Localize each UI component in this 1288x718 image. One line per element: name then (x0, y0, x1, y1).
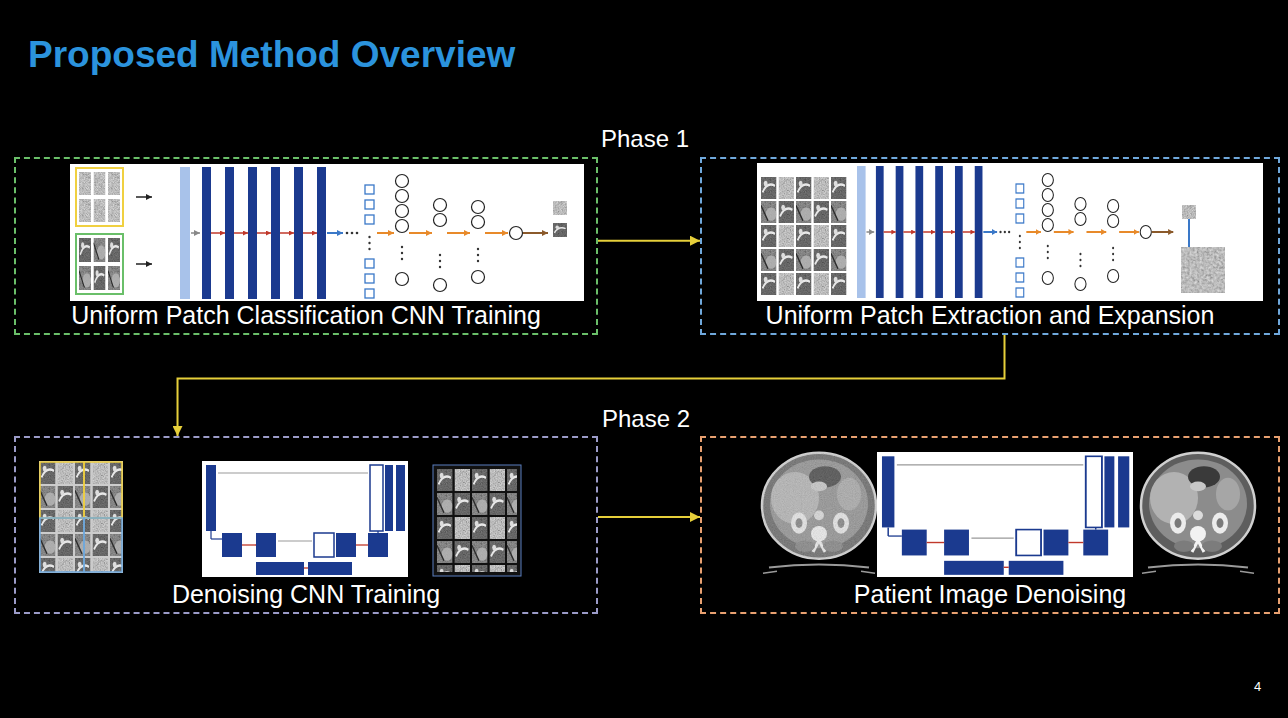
input-arrow (136, 196, 152, 198)
classification-training-figure (553, 201, 567, 215)
uniform-patch-set (76, 168, 123, 226)
patch-grid (437, 469, 517, 572)
classification-training-figure (108, 238, 120, 262)
classification-training-figure (94, 238, 106, 262)
flow-arrow (598, 516, 700, 518)
phase-step-box: Uniform Patch Classification CNN Trainin… (14, 157, 598, 335)
training-block (84, 462, 122, 518)
patch-extraction-figure (1182, 205, 1196, 219)
training-block (84, 518, 122, 572)
patch-extraction-figure (857, 166, 1173, 298)
noisy-ct-image (762, 453, 876, 574)
patch-grid (761, 177, 848, 296)
phase-step-box: Uniform Patch Extraction and Expansion (700, 157, 1280, 335)
step-caption: Patient Image Denoising (854, 580, 1126, 609)
denoising-training-figure (202, 461, 408, 577)
figure-panel (757, 163, 1263, 301)
classification-training-figure (79, 199, 91, 222)
classification-training-figure (553, 223, 567, 237)
phase-label: Phase 2 (602, 405, 690, 433)
classification-training-figure (79, 172, 91, 195)
patch-extraction-figure (1181, 247, 1225, 293)
noisy-ct-image (762, 453, 876, 574)
classification-training-figure (180, 167, 548, 299)
figure-panel (70, 164, 584, 301)
training-block (40, 518, 84, 572)
output-grid-frame (433, 465, 521, 576)
classification-training-figure (108, 172, 120, 195)
noisy-ct-image (762, 453, 876, 559)
slide-title: Proposed Method Overview (28, 34, 515, 77)
patch-grid-frame (39, 461, 123, 573)
flow-arrow (178, 335, 1005, 436)
step-caption: Denoising CNN Training (172, 580, 440, 609)
step-caption: Uniform Patch Classification CNN Trainin… (71, 301, 541, 330)
classification-training-figure (94, 172, 106, 195)
expansion-line (1188, 219, 1190, 247)
flow-arrow (598, 240, 700, 242)
training-block (40, 462, 84, 518)
denoised-ct-image (1141, 453, 1255, 574)
patient-denoising-figure (877, 452, 1133, 577)
classification-training-figure (108, 199, 120, 222)
classification-training-figure (70, 164, 584, 301)
patch-grid (40, 462, 122, 572)
classification-training-figure (94, 266, 106, 290)
classification-training-figure (108, 266, 120, 290)
input-arrow (136, 263, 152, 265)
page-number: 4 (1254, 680, 1261, 695)
patch-grid (761, 177, 848, 296)
denoised-ct-image (1141, 453, 1255, 574)
classification-training-figure (79, 266, 91, 290)
patch-extraction-figure (757, 163, 1263, 301)
patient-denoising-figure (762, 452, 1255, 577)
patch-grid (437, 469, 517, 572)
classification-training-figure (79, 238, 91, 262)
phase-label: Phase 1 (601, 125, 689, 153)
classification-training-figure (94, 199, 106, 222)
nonuniform-patch-set (76, 234, 123, 294)
denoising-training-figure (39, 461, 521, 577)
patch-grid (40, 462, 122, 572)
step-caption: Uniform Patch Extraction and Expansion (766, 301, 1215, 330)
phase-step-box: Denoising CNN Training (14, 436, 598, 614)
phase-step-box: Patient Image Denoising (700, 436, 1280, 614)
